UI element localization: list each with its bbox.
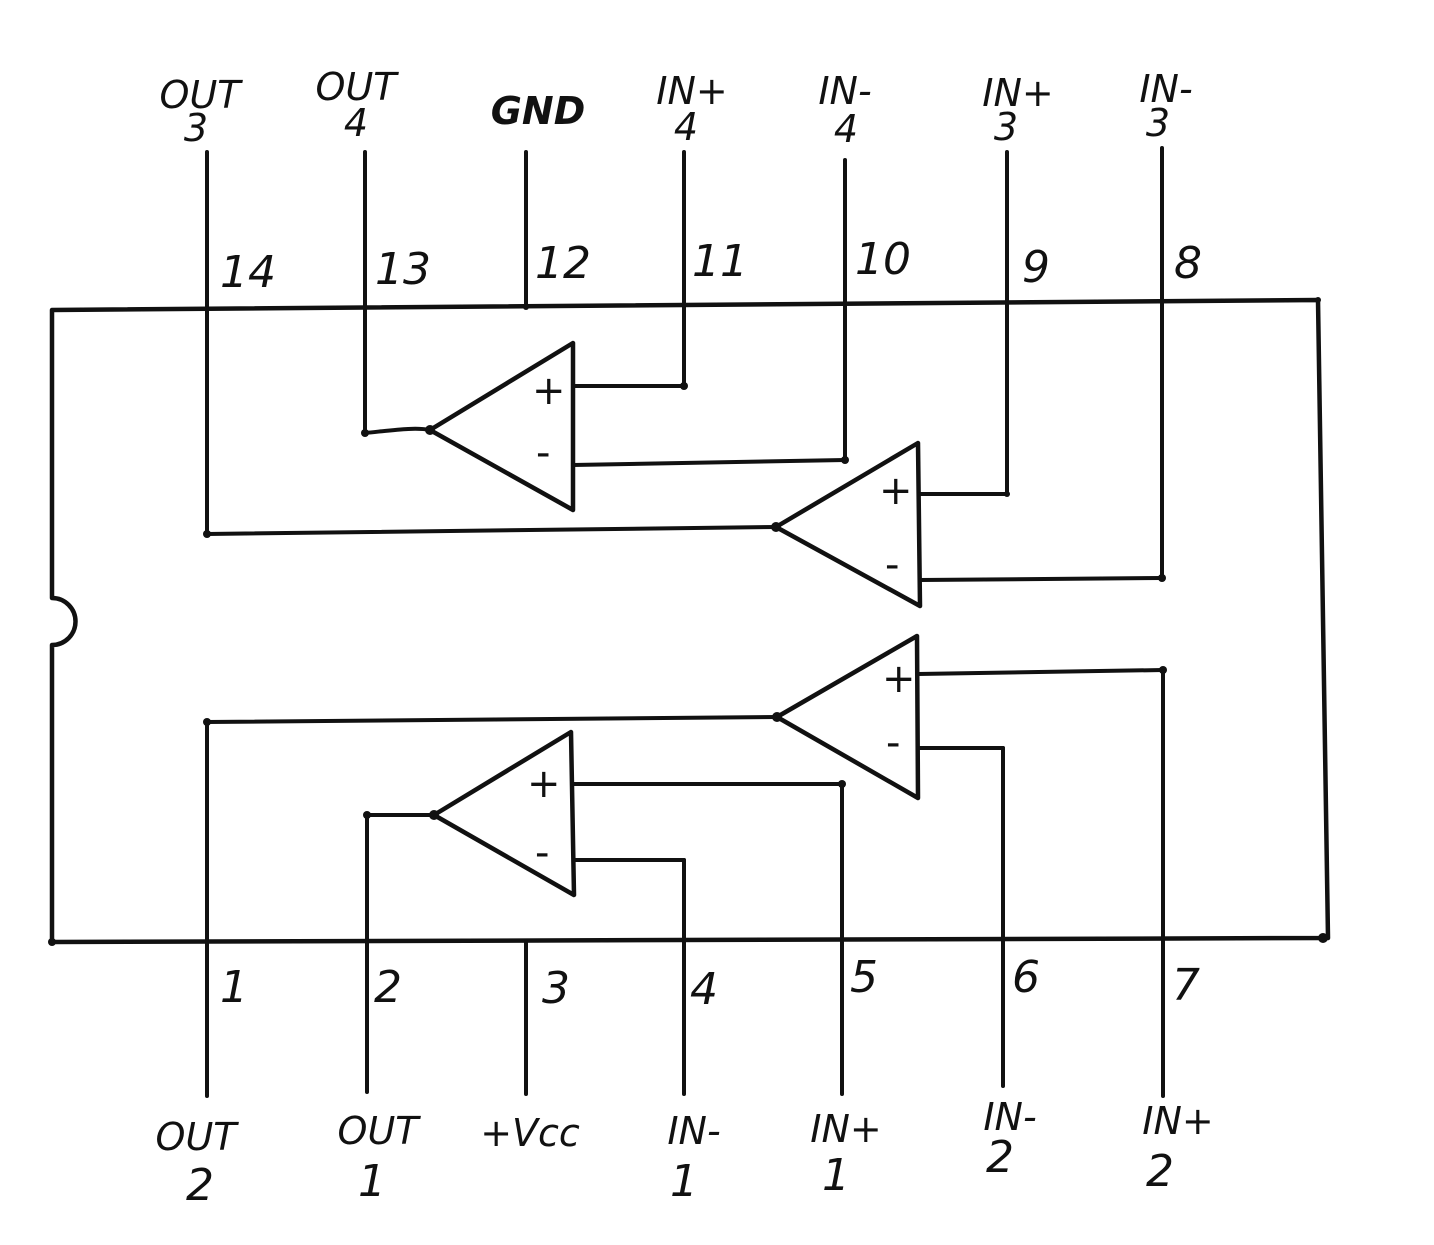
pin-5-label: IN+ — [810, 1107, 881, 1151]
pin-number-4: 4 — [690, 964, 718, 1015]
pin-9-label-index: 3 — [994, 105, 1018, 149]
opamp-3-plus-sign: + — [879, 468, 913, 514]
pin-number-1: 1 — [220, 962, 248, 1013]
opamp-1-minus-sign: - — [535, 830, 549, 876]
pin-number-6: 6 — [1012, 952, 1040, 1003]
opamp-2-plus-sign: + — [882, 656, 916, 702]
pin-number-5: 5 — [850, 952, 878, 1003]
bottom-pin-labels: OUT 2 OUT 1 +Vcc IN- 1 IN+ 1 IN- 2 IN+ 2 — [156, 1095, 1214, 1211]
pin-4-label: IN- — [667, 1109, 720, 1153]
pin-number-13: 13 — [375, 244, 431, 295]
pin-14-label-index: 3 — [184, 106, 208, 150]
pin-10-label: IN- — [818, 69, 871, 113]
pin-8-label: IN- — [1139, 67, 1192, 111]
pin-11-label-index: 4 — [674, 105, 698, 149]
opamp-2-minus-sign: - — [886, 720, 900, 766]
junction-dots — [48, 297, 1328, 946]
pin-10-label-index: 4 — [834, 107, 858, 151]
pin-7-label-index: 2 — [1146, 1146, 1174, 1197]
pin-13-label-index: 4 — [344, 101, 368, 145]
opamp-3: + - — [205, 440, 1164, 609]
pin-number-8: 8 — [1174, 238, 1202, 289]
pin-6-label-index: 2 — [986, 1132, 1014, 1183]
opamp-1-plus-sign: + — [527, 761, 561, 807]
pin-1-label: OUT — [156, 1115, 240, 1159]
top-pin-labels: OUT 3 OUT 4 GND IN+ 4 IN- 4 IN+ 3 IN- 3 — [160, 65, 1193, 151]
opamp-4-triangle — [427, 340, 576, 513]
opamp-2: + - — [205, 633, 1165, 801]
pin-7-label: IN+ — [1142, 1099, 1213, 1143]
opamp-4-plus-sign: + — [532, 368, 566, 414]
opamp-1-triangle — [431, 729, 577, 898]
bottom-pin-numbers: 1 2 3 4 5 6 7 — [220, 952, 1200, 1015]
pin-number-10: 10 — [855, 234, 911, 285]
pin-6-label: IN- — [983, 1095, 1036, 1139]
pin-1-label-index: 2 — [186, 1160, 214, 1211]
pin-2-label: OUT — [338, 1109, 422, 1153]
pin-11-label: IN+ — [656, 69, 727, 113]
pin-2-label-index: 1 — [358, 1156, 386, 1207]
opamp-4: + - — [363, 340, 847, 513]
ic-package-outline — [49, 297, 1331, 945]
opamp-1: + - — [365, 729, 844, 898]
top-pin-leads — [205, 146, 1164, 580]
pin-9-label: IN+ — [982, 71, 1053, 115]
pin-4-label-index: 1 — [670, 1156, 698, 1207]
pin-14-label: OUT — [160, 73, 244, 117]
pin-number-2: 2 — [374, 962, 402, 1013]
top-pin-numbers: 14 13 12 11 10 9 8 — [220, 234, 1202, 298]
pin-12-label: GND — [491, 89, 586, 133]
pin-3-label: +Vcc — [480, 1111, 580, 1155]
pin-number-12: 12 — [535, 238, 591, 289]
opamp-2-triangle — [774, 633, 921, 801]
pin-number-11: 11 — [692, 236, 748, 287]
opamp-3-triangle — [773, 440, 923, 609]
pin-number-3: 3 — [542, 963, 570, 1014]
pin-number-9: 9 — [1022, 242, 1050, 293]
pin-13-label: OUT — [316, 65, 400, 109]
opamp-4-minus-sign: - — [536, 430, 550, 476]
pin-5-label-index: 1 — [822, 1150, 850, 1201]
bottom-pin-leads — [205, 668, 1165, 1098]
pin-8-label-index: 3 — [1146, 101, 1170, 145]
opamp-3-minus-sign: - — [885, 542, 899, 588]
pin-number-14: 14 — [220, 247, 276, 298]
pin-number-7: 7 — [1172, 960, 1200, 1011]
